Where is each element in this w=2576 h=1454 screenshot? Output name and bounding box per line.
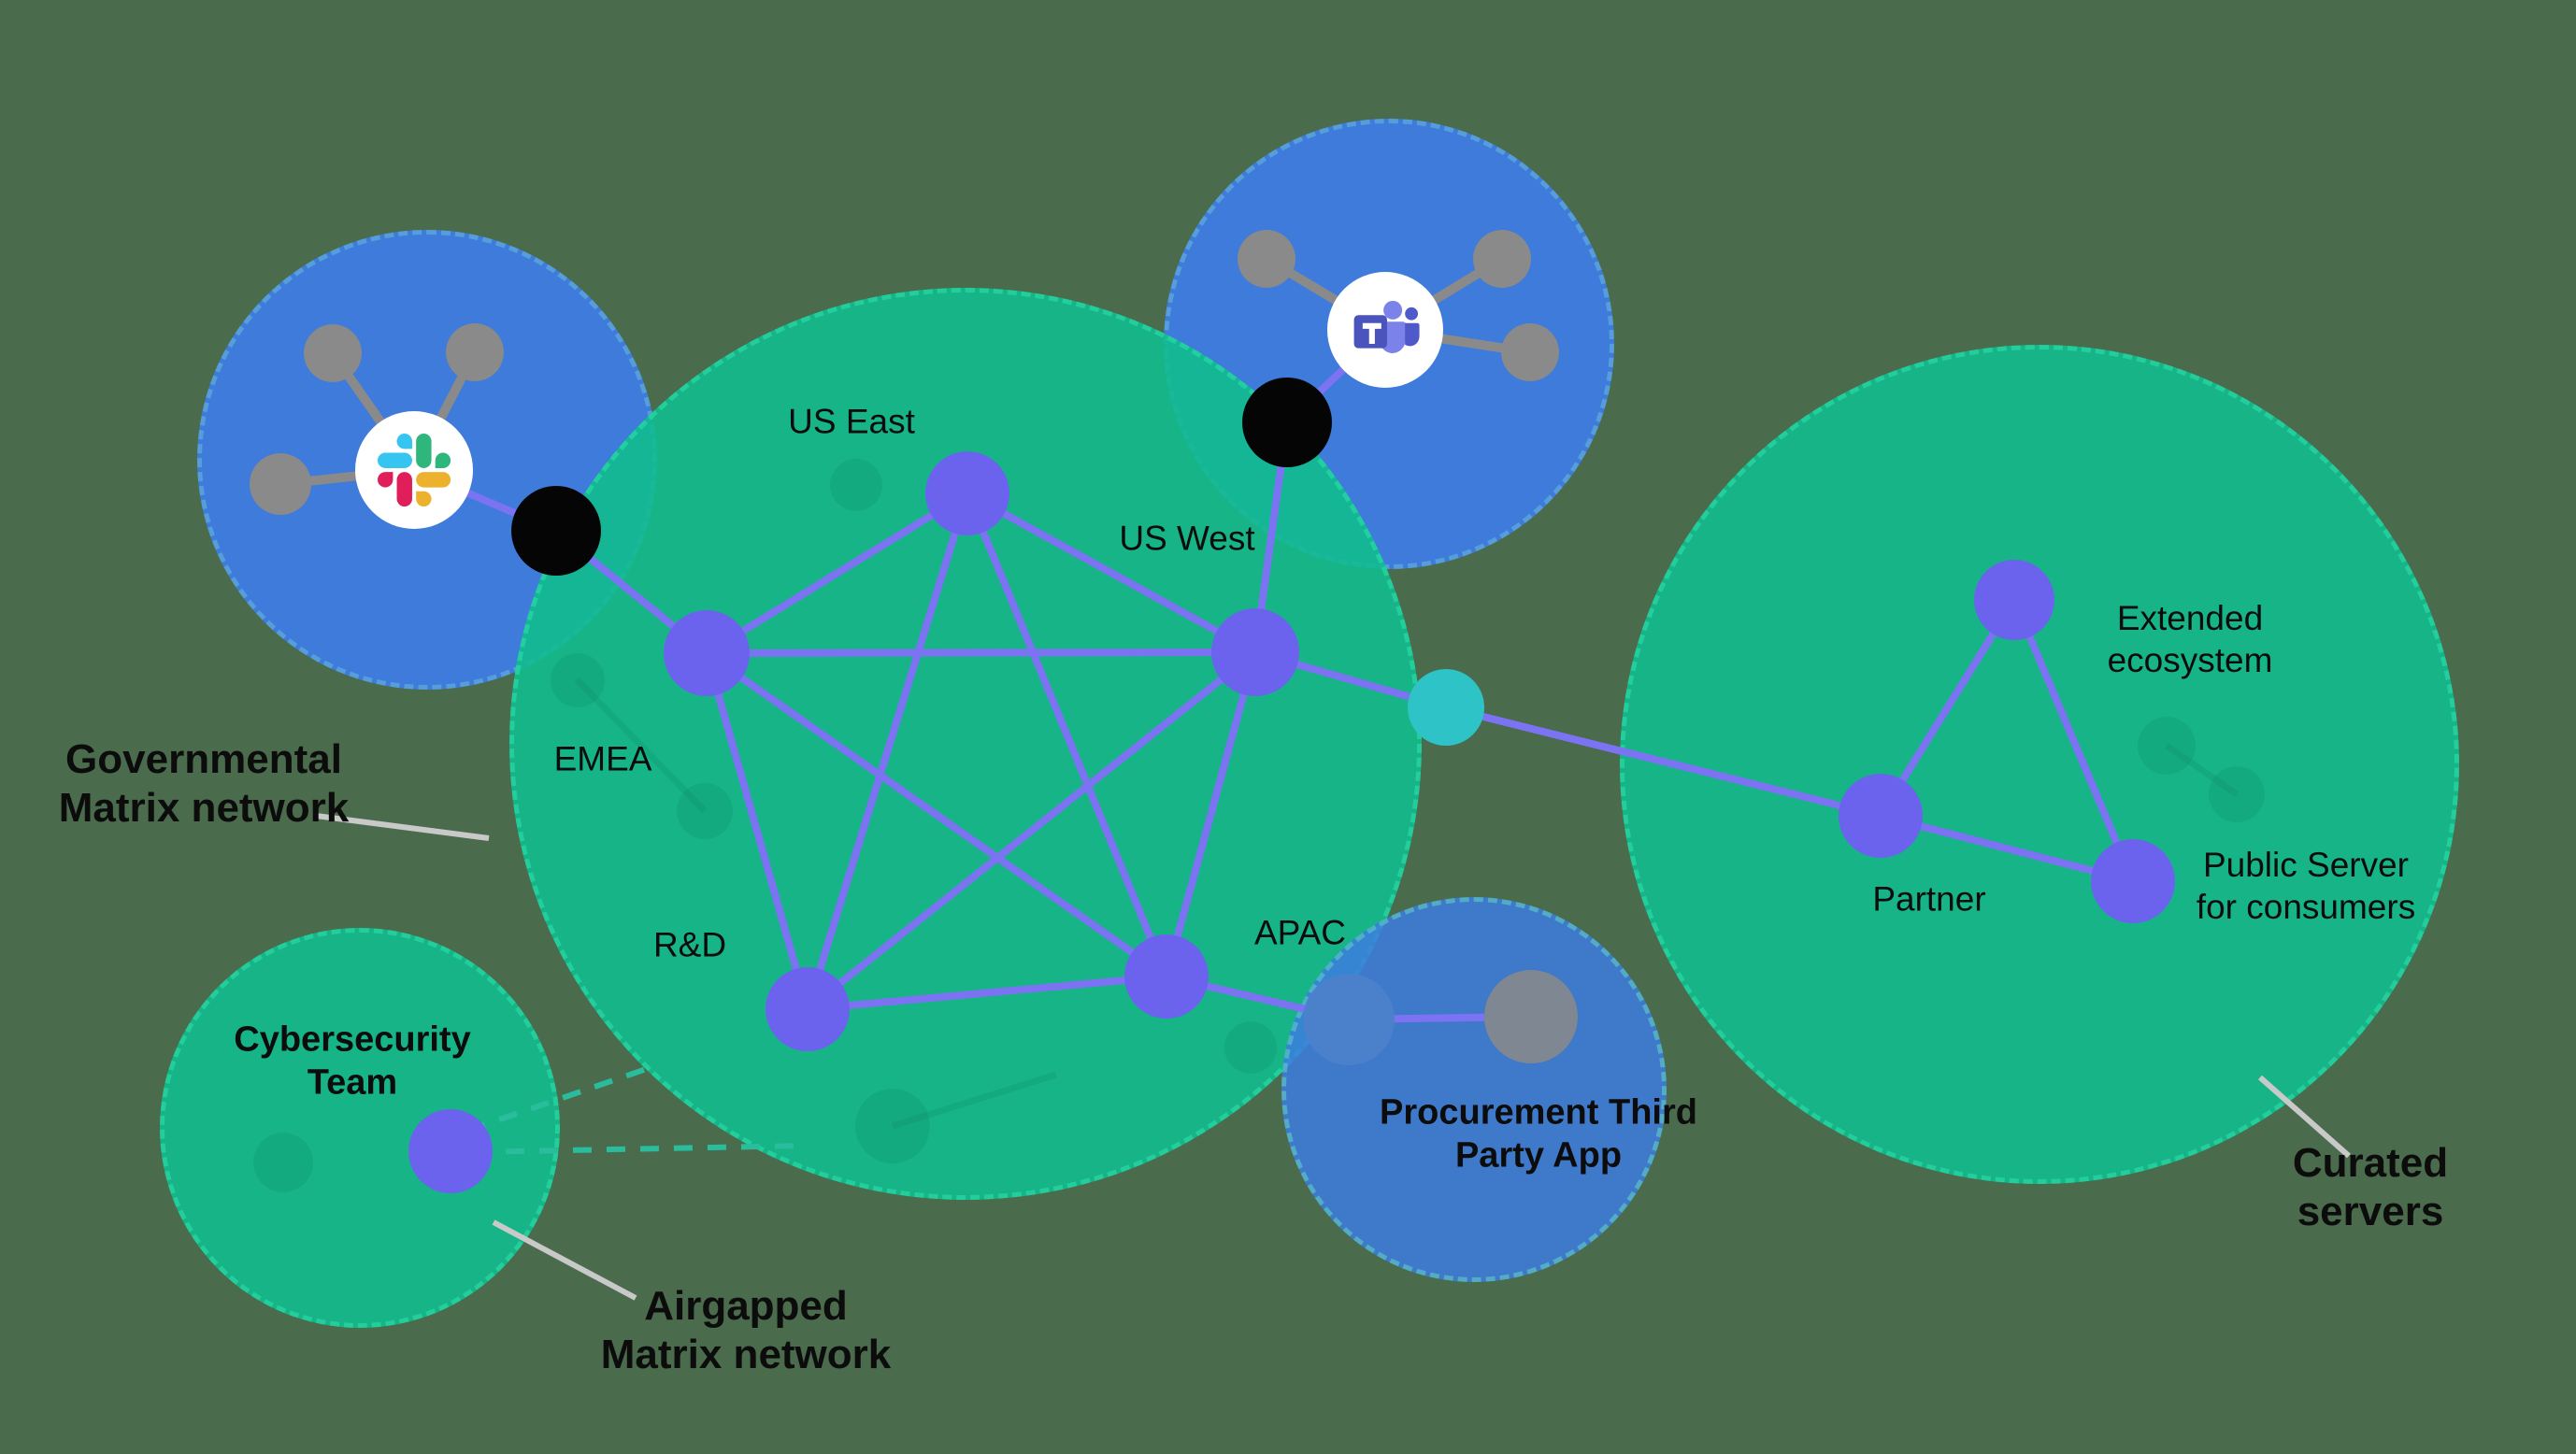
ghost-node [2138, 717, 2196, 775]
teams-hub [1327, 272, 1443, 388]
label-procurement-app: Procurement Third Party App [1380, 1092, 1697, 1176]
node-extended-ecosystem [1974, 560, 2054, 640]
label-apac: APAC [1253, 913, 1347, 952]
slack-hub [355, 411, 473, 529]
node-teams-satellite-1 [1238, 230, 1295, 288]
airgap-dashed-links [466, 1063, 807, 1155]
ghost-lines [574, 677, 2239, 1130]
node-slack-satellite-3 [250, 453, 311, 515]
procurement-app-circle [1281, 897, 1667, 1282]
node-slack-bridge [511, 486, 601, 576]
label-airgapped-network: Airgapped Matrix network [600, 1283, 892, 1377]
node-procurement-app [1484, 970, 1578, 1063]
label-partner: Partner [1872, 879, 1986, 919]
label-public-server: Public Server for consumers [2196, 845, 2416, 926]
curated-servers-circle [1620, 345, 2459, 1184]
label-cybersecurity-team: Cybersecurity Team [234, 1019, 471, 1103]
label-emea: EMEA [553, 739, 652, 778]
node-public-server [2091, 839, 2175, 923]
node-us-west [1211, 608, 1299, 696]
teams-icon [1353, 300, 1420, 353]
ghost-node [677, 783, 733, 839]
node-rnd [766, 967, 850, 1051]
node-apac [1124, 934, 1209, 1019]
ghost-node [1224, 1021, 1277, 1074]
node-us-east [925, 451, 1009, 535]
airgapped-network-circle [160, 928, 560, 1328]
label-curated-servers: Curated servers [2292, 1140, 2449, 1234]
annotation-lines [315, 813, 2351, 1301]
node-teal-connector [1408, 669, 1484, 746]
node-partner [1839, 774, 1923, 858]
ghost-node [253, 1133, 313, 1192]
node-emea [664, 610, 750, 696]
node-teams-satellite-2 [1473, 230, 1531, 288]
ghost-node [551, 653, 605, 707]
label-us-east: US East [788, 402, 915, 441]
ghost-node [2209, 766, 2265, 822]
node-procurement-bridge [1303, 974, 1395, 1065]
slack-icon [377, 433, 451, 507]
node-teams-satellite-3 [1501, 323, 1559, 381]
ghost-node [855, 1089, 930, 1163]
label-rnd: R&D [652, 925, 727, 964]
label-governmental-network: Governmental Matrix network [58, 736, 350, 831]
label-us-west: US West [1119, 519, 1255, 558]
node-cybersecurity [408, 1109, 493, 1193]
node-slack-satellite-1 [304, 324, 362, 382]
ghost-node [830, 459, 882, 511]
node-slack-satellite-2 [446, 323, 504, 381]
label-extended-ecosystem: Extended ecosystem [2107, 598, 2273, 679]
node-teams-bridge [1242, 378, 1332, 467]
